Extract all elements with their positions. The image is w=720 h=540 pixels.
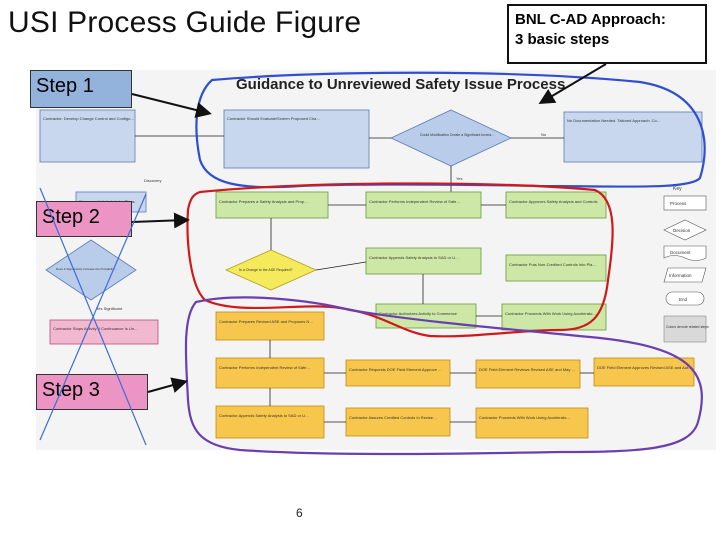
box-independent-review-text: Contractor Performs Independent Review o…: [369, 199, 460, 204]
box-non-credited-controls-text: Contractor Puts Non-Credited Controls In…: [509, 262, 596, 267]
box-develop-change-control-text: Contractor: Develop Change Control and C…: [43, 116, 134, 121]
box-prepare-revised-ase-text: Contractor Prepares Revised ASE and Prop…: [219, 319, 313, 324]
box-develop-change-control: [39, 109, 136, 163]
legend-decision-shape: [663, 219, 707, 241]
box-stops-activity: [49, 319, 159, 345]
step1-label: Step 1: [30, 70, 132, 108]
box-review-revised-ase: [215, 357, 325, 389]
box-no-documentation-text: No Documentation Needed. Tailored Approa…: [567, 118, 661, 123]
box-append-safety-analysis-text: Contractor Appends Safety Analysis to SA…: [369, 255, 459, 260]
box-stops-activity-text: Contractor Stops Activity If Continuance…: [53, 326, 138, 331]
box-implement-revised-ase: [215, 405, 325, 439]
callout-box: BNL C-AD Approach: 3 basic steps: [507, 4, 707, 64]
box-non-credited-controls: [505, 254, 607, 282]
label-yes-significant: Yes Significant: [96, 306, 123, 311]
box-approves-safety-analysis-text: Contractor Approves Safety Analysis and …: [509, 199, 598, 204]
box-independent-review: [365, 191, 482, 219]
label-yes: Yes: [456, 176, 463, 181]
decision-discovered-condition-text: Does It Significantly Increase the Proba…: [56, 267, 118, 271]
legend-process-shape: [663, 195, 707, 211]
box-prepare-safety-analysis: [215, 191, 329, 219]
box-doe-reviews-text: DOE Field Element Reviews Revised ASE an…: [479, 367, 575, 372]
legend-document-shape: [663, 245, 707, 261]
box-evaluate-screen-text: Contractor Should Evaluate/Screen Propos…: [227, 116, 320, 121]
decision-ase-change-text: Is a Change to the ASE Required?: [239, 268, 293, 272]
box-authorizes-activity: [375, 303, 477, 329]
box-doe-approves: [593, 357, 695, 387]
box-implement-revised-ase-text: Contractor Appends Safety Analysis to SA…: [219, 413, 309, 418]
box-doe-reviews: [475, 359, 581, 389]
box-authorizes-activity-text: Contractor Authorizes Activity to Commen…: [379, 311, 458, 316]
box-request-doe-approval-text: Contractor Requests DOE Field Element Ap…: [349, 367, 442, 372]
decision-significant-increase-text: Could Modification Create a Significant …: [420, 133, 495, 137]
box-proceeds-with-work: [501, 303, 607, 331]
box-doe-approves-text: DOE Field Element Approves Revised ASE a…: [597, 365, 692, 370]
box-prepare-revised-ase: [215, 311, 325, 341]
legend-document: Document: [670, 250, 691, 255]
page-number: 6: [296, 506, 303, 520]
box-request-doe-approval: [345, 359, 451, 387]
legend-title: Key: [673, 186, 682, 192]
box-assure-credited-controls-text: Contractor Assures Credited Controls In …: [349, 415, 437, 420]
box-assure-credited-controls: [345, 407, 451, 437]
slide-title: USI Process Guide Figure: [8, 6, 362, 39]
legend-information-shape: [663, 267, 707, 283]
box-review-revised-ase-text: Contractor Performs Independent Review o…: [219, 365, 310, 370]
legend-information: Information: [669, 273, 692, 278]
box-approves-safety-analysis: [505, 191, 607, 219]
legend-colors-note-box: [663, 315, 707, 343]
box-append-safety-analysis: [365, 247, 482, 275]
step3-label: Step 3: [36, 374, 148, 410]
box-proceed-final-text: Contractor Proceeds With Work Using Acce…: [479, 415, 570, 420]
legend-decision: Decision: [673, 228, 691, 233]
box-proceed-final: [475, 407, 589, 439]
label-discovery: Discovery: [144, 178, 162, 183]
box-proceeds-with-work-text: Contractor Proceeds With Work Using Acce…: [505, 311, 596, 316]
step2-label: Step 2: [36, 201, 132, 237]
label-no: No: [541, 132, 547, 137]
legend-process: Process: [670, 201, 687, 206]
legend-colors-note: Colors denote related steps: [666, 325, 709, 329]
legend-end: End: [679, 297, 688, 302]
box-prepare-safety-analysis-text: Contractor Prepares a Safety Analysis an…: [219, 199, 308, 204]
flowchart-heading: Guidance to Unreviewed Safety Issue Proc…: [236, 76, 565, 93]
